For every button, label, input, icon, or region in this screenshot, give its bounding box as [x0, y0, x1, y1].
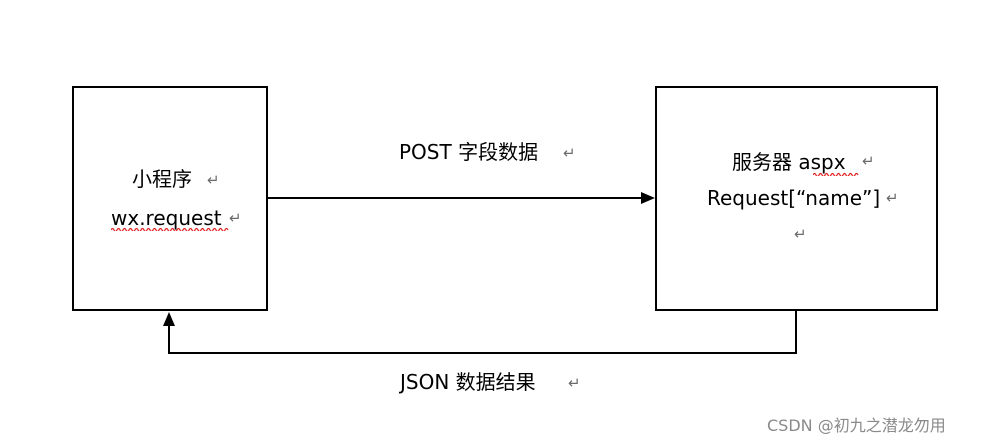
server-box [655, 86, 938, 311]
request-label: POST 字段数据 [399, 140, 539, 164]
server-code-label: Request[“name”] [707, 186, 881, 210]
request-arrowhead [641, 192, 655, 204]
paragraph-mark: ↵ [568, 374, 581, 392]
server-title: 服务器 aspx [732, 150, 846, 174]
client-title: 小程序 [132, 167, 192, 191]
paragraph-mark: ↵ [207, 171, 220, 189]
client-api-label: wx.request [111, 206, 222, 230]
client-box [72, 86, 268, 311]
paragraph-mark: ↵ [229, 209, 242, 227]
spellcheck-underline [813, 172, 859, 176]
response-arrowhead [163, 312, 175, 326]
response-label: JSON 数据结果 [400, 370, 536, 394]
spellcheck-underline [111, 227, 229, 231]
watermark: CSDN @初九之潜龙勿用 [767, 416, 946, 435]
response-arrow-line [168, 311, 797, 354]
empty-paragraph-mark: ↵ [794, 225, 807, 243]
paragraph-mark: ↵ [862, 152, 875, 170]
paragraph-mark: ↵ [886, 189, 899, 207]
paragraph-mark: ↵ [563, 144, 576, 162]
